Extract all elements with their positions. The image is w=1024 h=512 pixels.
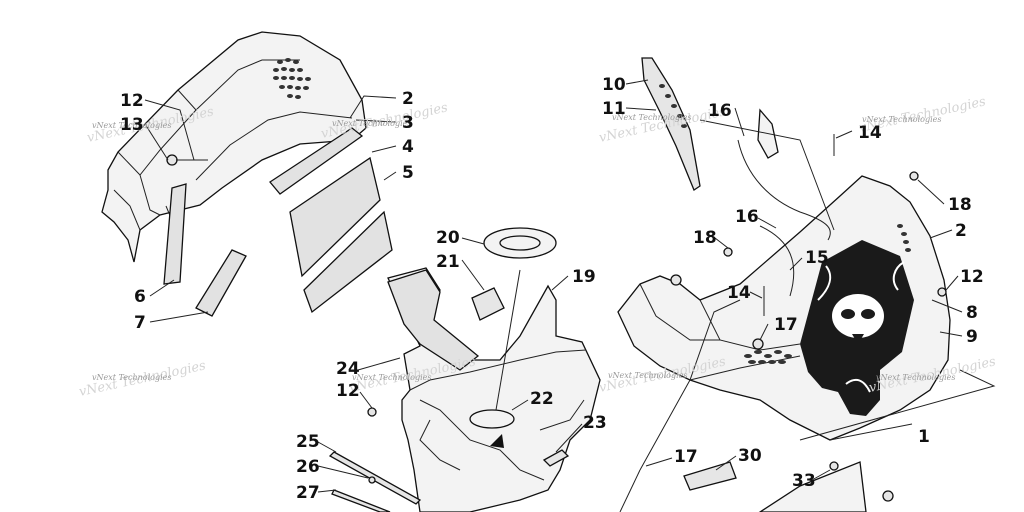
callout-25: 25 xyxy=(296,432,320,452)
callout-4: 4 xyxy=(402,137,414,157)
callout-19: 19 xyxy=(572,267,596,287)
bracket-21 xyxy=(471,287,505,321)
left-panel-vent-holes xyxy=(273,58,311,99)
foam-pad-5 xyxy=(303,210,393,314)
callout-22: 22 xyxy=(530,389,554,409)
foam-strip-3 xyxy=(269,127,364,195)
direction-arrow xyxy=(490,434,504,448)
lower-side-panel xyxy=(758,461,867,512)
callout-17a: 17 xyxy=(774,315,798,335)
callout-21: 21 xyxy=(436,252,460,272)
foam-pad-4 xyxy=(289,156,381,278)
grommet-22 xyxy=(469,409,515,429)
callout-20: 20 xyxy=(436,228,460,248)
callout-14a: 14 xyxy=(858,123,882,143)
callout-17b: 17 xyxy=(674,447,698,467)
callout-8: 8 xyxy=(966,303,978,323)
watermark-4: vNext Technologies xyxy=(862,115,941,124)
callout-2b: 2 xyxy=(955,221,967,241)
callout-14b: 14 xyxy=(727,283,751,303)
callout-33: 33 xyxy=(792,471,816,491)
watermark-5: vNext Technologies xyxy=(92,373,171,382)
callout-3: 3 xyxy=(402,113,414,133)
fastener-12-13 xyxy=(166,154,178,166)
callout-12c: 12 xyxy=(960,267,984,287)
callout-9: 9 xyxy=(966,327,978,347)
right-hood-assembly xyxy=(617,57,996,512)
decal-30 xyxy=(683,461,737,491)
callout-1: 1 xyxy=(918,427,930,447)
hood-vent-holes xyxy=(744,224,911,364)
fastener-12 xyxy=(367,407,377,417)
fastener-33b xyxy=(882,490,894,502)
foam-strip-6 xyxy=(163,183,187,285)
callout-23: 23 xyxy=(583,413,607,433)
callout-6: 6 xyxy=(134,287,146,307)
hood-decal-graphic xyxy=(800,240,914,416)
center-bellypan xyxy=(328,227,601,512)
callout-18b: 18 xyxy=(693,228,717,248)
callout-12a: 12 xyxy=(120,91,144,111)
leader-lines xyxy=(144,79,963,493)
callout-15: 15 xyxy=(805,248,829,268)
left-side-panel xyxy=(101,31,393,317)
callout-24: 24 xyxy=(336,359,360,379)
fastener-33 xyxy=(829,461,839,471)
watermark-2: vNext Technologies xyxy=(332,119,411,128)
callout-16b: 16 xyxy=(735,207,759,227)
callout-2a: 2 xyxy=(402,89,414,109)
callout-13: 13 xyxy=(120,115,144,135)
foam-block-24 xyxy=(387,269,480,371)
callout-10: 10 xyxy=(602,75,626,95)
callout-27: 27 xyxy=(296,483,320,503)
clip-23 xyxy=(542,449,570,467)
watermark-7: vNext Technologies xyxy=(608,371,687,380)
callout-18a: 18 xyxy=(948,195,972,215)
callout-12b: 12 xyxy=(336,381,360,401)
fastener-12c xyxy=(937,287,947,297)
windshield-vent-holes xyxy=(659,84,687,128)
callout-26: 26 xyxy=(296,457,320,477)
windshield-10 xyxy=(641,57,701,191)
watermark-1: vNext Technologies xyxy=(92,121,171,130)
watermark-6: vNext Technologies xyxy=(352,373,431,382)
watermark-3: vNext Technologies xyxy=(612,113,691,122)
watermark-8: vNext Technologies xyxy=(876,373,955,382)
callout-7: 7 xyxy=(134,313,146,333)
fastener-17a xyxy=(752,338,764,350)
callout-30: 30 xyxy=(738,446,762,466)
fastener-18a xyxy=(909,171,919,181)
callout-16a: 16 xyxy=(708,101,732,121)
fastener-18c xyxy=(670,274,682,286)
callout-5: 5 xyxy=(402,163,414,183)
foam-strip-7 xyxy=(195,249,247,317)
callout-11: 11 xyxy=(602,99,626,119)
rivet-26 xyxy=(368,476,376,484)
callout-labels: 10 11 16 14 18 2 16 18 15 12 14 8 17 9 1… xyxy=(120,75,984,503)
strip-27 xyxy=(331,489,391,512)
fastener-18b xyxy=(723,247,733,257)
